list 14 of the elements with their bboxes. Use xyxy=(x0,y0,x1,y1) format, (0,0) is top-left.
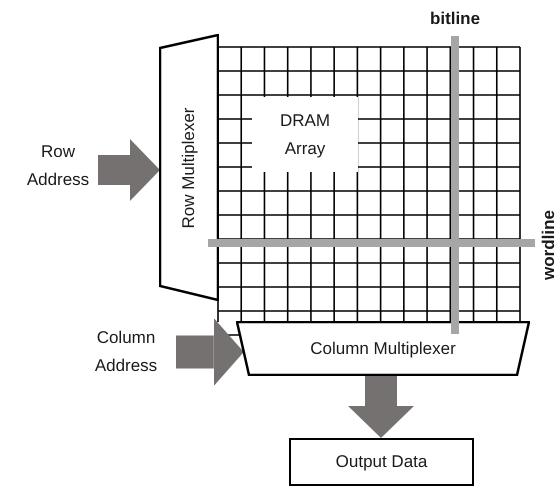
line-label: wordline xyxy=(538,210,559,280)
address-label: Column Address xyxy=(76,322,176,382)
address-label: Row Address xyxy=(18,138,98,194)
line-label: bitline xyxy=(430,8,480,30)
block-title: Column Multiplexer xyxy=(310,338,456,360)
block-title: Output Data xyxy=(336,451,428,473)
block-arrow xyxy=(98,139,160,201)
block-arrow xyxy=(348,376,414,438)
array-label: DRAM Array xyxy=(278,110,332,160)
block-title: Row Multiplexer xyxy=(178,107,199,228)
multiplexer-block xyxy=(236,321,530,376)
output-box xyxy=(289,438,474,486)
block-arrow xyxy=(176,318,244,386)
multiplexer-block xyxy=(159,34,219,301)
